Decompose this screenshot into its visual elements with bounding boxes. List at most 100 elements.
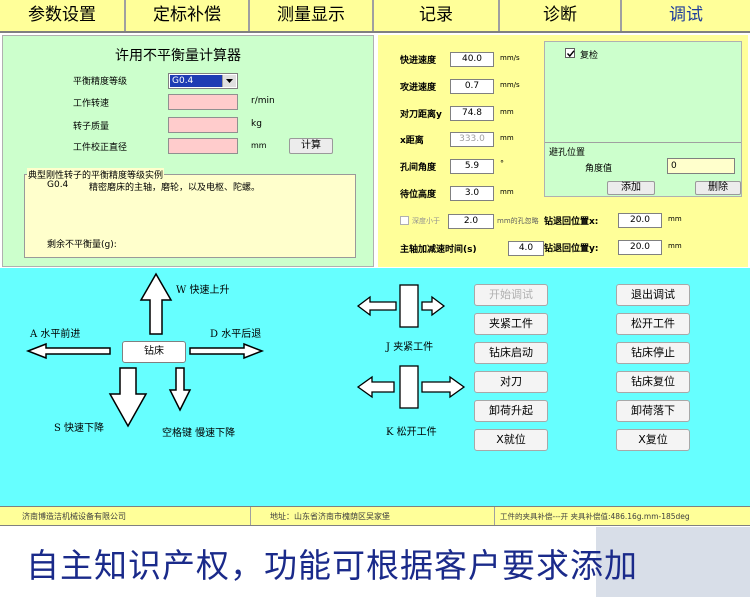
retract-x-input[interactable]: 20.0 [618, 213, 662, 228]
feed-speed-input[interactable]: 0.7 [450, 79, 494, 94]
drill-start-button[interactable]: 钻床启动 [474, 342, 548, 364]
mass-unit: kg [251, 119, 262, 129]
tab-debug[interactable]: 调试 [669, 5, 703, 25]
hole-angle-unit: ° [500, 159, 504, 168]
depth-ignore-input[interactable]: 2.0 [448, 214, 494, 229]
spindle-ramp-input[interactable]: 4.0 [508, 241, 544, 256]
company-address: 地址：山东省济南市槐荫区吴家堡 [270, 512, 390, 521]
retract-y-input[interactable]: 20.0 [618, 240, 662, 255]
rapid-speed-label: 快进速度 [400, 56, 437, 66]
avoid-angle-label: 角度值 [585, 164, 613, 174]
jog-right-label: D 水平后退 [210, 329, 262, 340]
speed-label: 工作转速 [73, 99, 110, 109]
tool-distance-input[interactable]: 74.8 [450, 106, 494, 121]
company-name: 济南博造洁机械设备有限公司 [22, 512, 126, 521]
depth-ignore-label: 深度小于 [412, 217, 440, 225]
avoid-angle-input[interactable]: 0 [667, 158, 735, 174]
jog-left-arrow-icon[interactable] [25, 341, 112, 361]
manual-jog-panel: W 快速上升 A 水平前进 钻床 D 水平后退 S 快速下降 空格键 慢速下降 … [0, 268, 750, 506]
release-diagram-icon[interactable] [356, 364, 466, 410]
avoid-hole-legend: 避孔位置 [549, 148, 586, 158]
exit-debug-button[interactable]: 退出调试 [616, 284, 690, 306]
status-divider [250, 507, 251, 525]
unload-lower-button[interactable]: 卸荷落下 [616, 400, 690, 422]
recheck-label: 复检 [580, 51, 599, 61]
chevron-down-icon[interactable] [222, 75, 236, 87]
avoid-hole-group: 避孔位置 角度值 0 添加 删除 [545, 142, 741, 197]
status-bar: 济南博造洁机械设备有限公司 地址：山东省济南市槐荫区吴家堡 工件的夹具补偿---… [0, 506, 750, 526]
x-in-position-button[interactable]: X就位 [474, 429, 548, 451]
standby-height-unit: mm [500, 188, 514, 196]
feed-speed-label: 攻进速度 [400, 83, 437, 93]
diameter-unit: mm [251, 141, 267, 150]
examples-group: 典型刚性转子的平衡精度等级实例 G0.4 精密磨床的主轴，磨轮，以及电枢、陀螺。… [24, 168, 356, 258]
retract-y-label: 钻退回位置y: [544, 244, 599, 254]
standby-height-input[interactable]: 3.0 [450, 186, 494, 201]
clamp-workpiece-button[interactable]: 夹紧工件 [474, 313, 548, 335]
examples-legend: 典型刚性转子的平衡精度等级实例 [27, 168, 165, 181]
residual-unbalance-label: 剩余不平衡量(g): [47, 240, 117, 250]
fixture-compensation: 工件的夹具补偿---开 夹具补偿值:486.16g.mm-185deg [500, 512, 690, 521]
drill-center-label: 钻床 [122, 341, 186, 363]
banner-text: 自主知识产权，功能可根据客户要求添加 [26, 546, 638, 585]
feed-speed-unit: mm/s [500, 81, 520, 89]
drill-stop-button[interactable]: 钻床停止 [616, 342, 690, 364]
depth-ignore-checkbox[interactable] [400, 216, 409, 225]
mass-input[interactable] [168, 117, 238, 133]
grade-select[interactable]: G0.4 [168, 73, 238, 89]
rapid-speed-input[interactable]: 40.0 [450, 52, 494, 67]
grade-label: 平衡精度等级 [73, 77, 128, 87]
jog-right-arrow-icon[interactable] [188, 341, 265, 361]
speed-input[interactable] [168, 94, 238, 110]
unload-raise-button[interactable]: 卸荷升起 [474, 400, 548, 422]
x-reset-button[interactable]: X复位 [616, 429, 690, 451]
drill-settings-panel: 快进速度 40.0 mm/s 攻进速度 0.7 mm/s 对刀距离y 74.8 … [378, 35, 748, 267]
retract-x-unit: mm [668, 215, 682, 223]
banner-highlight [596, 527, 750, 597]
calculate-button[interactable]: 计算 [289, 138, 333, 154]
top-menu-bar: 参数设置 定标补偿 测量显示 记录 诊断 调试 [0, 0, 750, 33]
tab-diagnostics[interactable]: 诊断 [500, 0, 622, 31]
diameter-label: 工件校正直径 [73, 143, 128, 153]
tab-measurement-display[interactable]: 测量显示 [250, 0, 374, 31]
status-divider [494, 507, 495, 525]
tool-set-button[interactable]: 对刀 [474, 371, 548, 393]
release-workpiece-button[interactable]: 松开工件 [616, 313, 690, 335]
calculator-title: 许用不平衡量计算器 [115, 48, 241, 64]
start-debug-button[interactable]: 开始调试 [474, 284, 548, 306]
tool-distance-label: 对刀距离y [400, 110, 442, 120]
release-label: K 松开工件 [386, 427, 437, 438]
standby-height-label: 待位高度 [400, 190, 437, 200]
recheck-checkbox[interactable] [565, 48, 575, 58]
tool-distance-unit: mm [500, 108, 514, 116]
depth-ignore-suffix: mm的孔忽略 [497, 217, 539, 225]
clamp-diagram-icon[interactable] [356, 283, 446, 329]
jog-slow-down-label: 空格键 慢速下降 [162, 428, 236, 439]
jog-down-arrow-icon[interactable] [106, 366, 150, 428]
diameter-input[interactable] [168, 138, 238, 154]
retract-x-label: 钻退回位置x: [544, 217, 599, 227]
jog-up-arrow-icon[interactable] [136, 268, 176, 338]
recheck-area: 复检 避孔位置 角度值 0 添加 删除 [544, 41, 742, 197]
jog-left-label: A 水平前进 [30, 329, 81, 340]
retract-y-unit: mm [668, 242, 682, 250]
hole-angle-input[interactable]: 5.9 [450, 159, 494, 174]
grade-selected-value: G0.4 [170, 75, 222, 87]
hole-angle-label: 孔间角度 [400, 163, 437, 173]
x-distance-input[interactable]: 333.0 [450, 132, 494, 147]
example-text: 精密磨床的主轴，磨轮，以及电枢、陀螺。 [89, 183, 261, 193]
x-distance-unit: mm [500, 134, 514, 142]
tab-parameter-settings[interactable]: 参数设置 [0, 0, 126, 31]
tab-calibration-compensation[interactable]: 定标补偿 [126, 0, 250, 31]
drill-reset-button[interactable]: 钻床复位 [616, 371, 690, 393]
mass-label: 转子质量 [73, 122, 110, 132]
spindle-ramp-label: 主轴加减速时间(s) [400, 245, 477, 255]
clamp-label: J 夹紧工件 [386, 342, 434, 353]
jog-slow-down-arrow-icon[interactable] [168, 366, 192, 412]
tab-records[interactable]: 记录 [374, 0, 500, 31]
caption-banner: 自主知识产权，功能可根据客户要求添加 [0, 527, 750, 597]
jog-up-label: W 快速上升 [176, 285, 230, 296]
example-grade: G0.4 [47, 180, 69, 190]
avoid-delete-button[interactable]: 删除 [695, 181, 741, 195]
avoid-add-button[interactable]: 添加 [607, 181, 655, 195]
